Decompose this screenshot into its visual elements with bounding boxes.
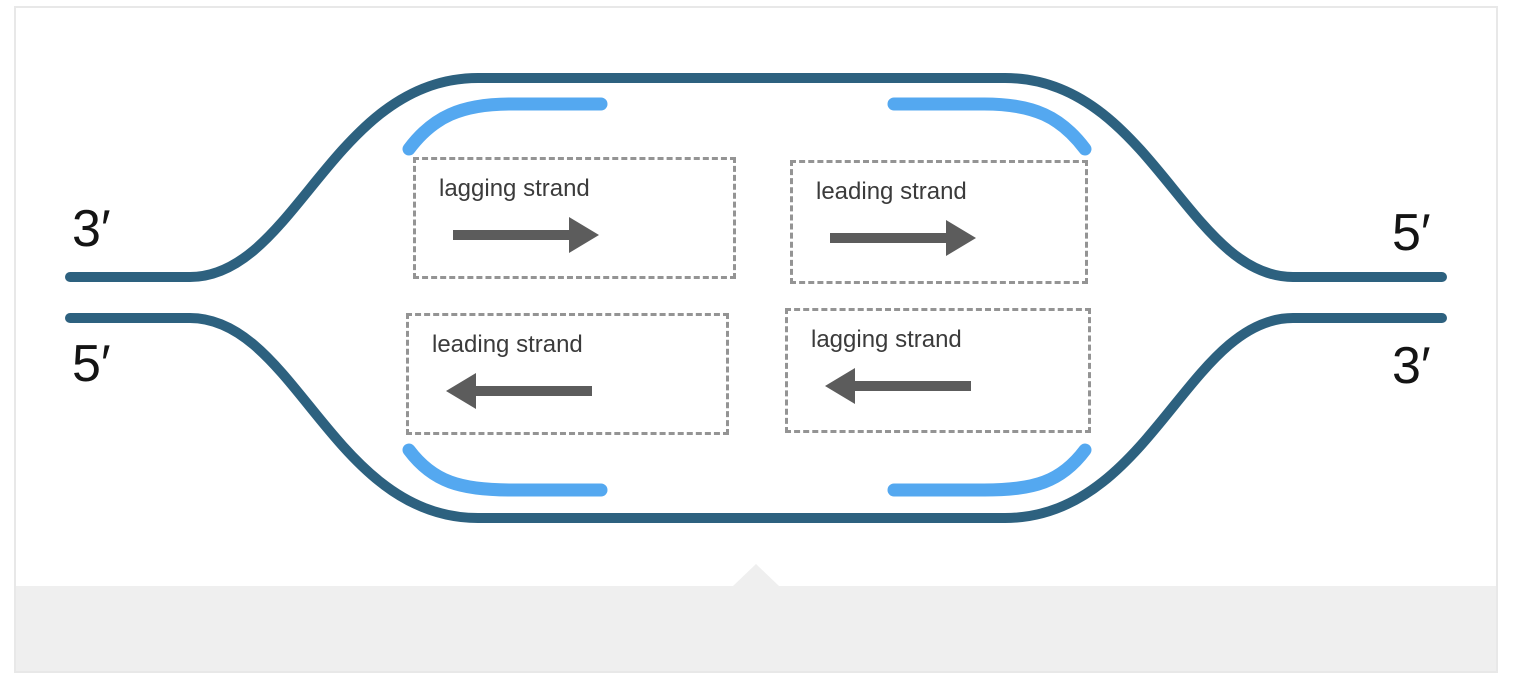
strand-box-label: leading strand (816, 178, 967, 205)
end-label-3-prime-left: 3′ (72, 200, 111, 258)
end-label-5-prime-right: 5′ (1392, 204, 1431, 262)
strand-box-top-right[interactable]: leading strand (790, 160, 1088, 284)
strand-box-label: lagging strand (811, 326, 962, 353)
caret-up-notch-icon (733, 564, 779, 586)
strand-box-label: leading strand (432, 331, 583, 358)
direction-arrow-icon (825, 368, 971, 404)
direction-arrow-icon (453, 217, 599, 253)
strand-box-label: lagging strand (439, 175, 590, 202)
end-label-3-prime-right: 3′ (1392, 337, 1431, 395)
footer-caption-bar (16, 564, 1496, 671)
end-label-5-prime-left: 5′ (72, 335, 111, 393)
direction-arrow-icon (446, 373, 592, 409)
direction-arrow-icon (830, 220, 976, 256)
strand-box-top-left[interactable]: lagging strand (413, 157, 736, 279)
strand-box-bottom-left[interactable]: leading strand (406, 313, 729, 435)
diagram-frame (14, 6, 1498, 673)
strand-box-bottom-right[interactable]: lagging strand (785, 308, 1091, 433)
